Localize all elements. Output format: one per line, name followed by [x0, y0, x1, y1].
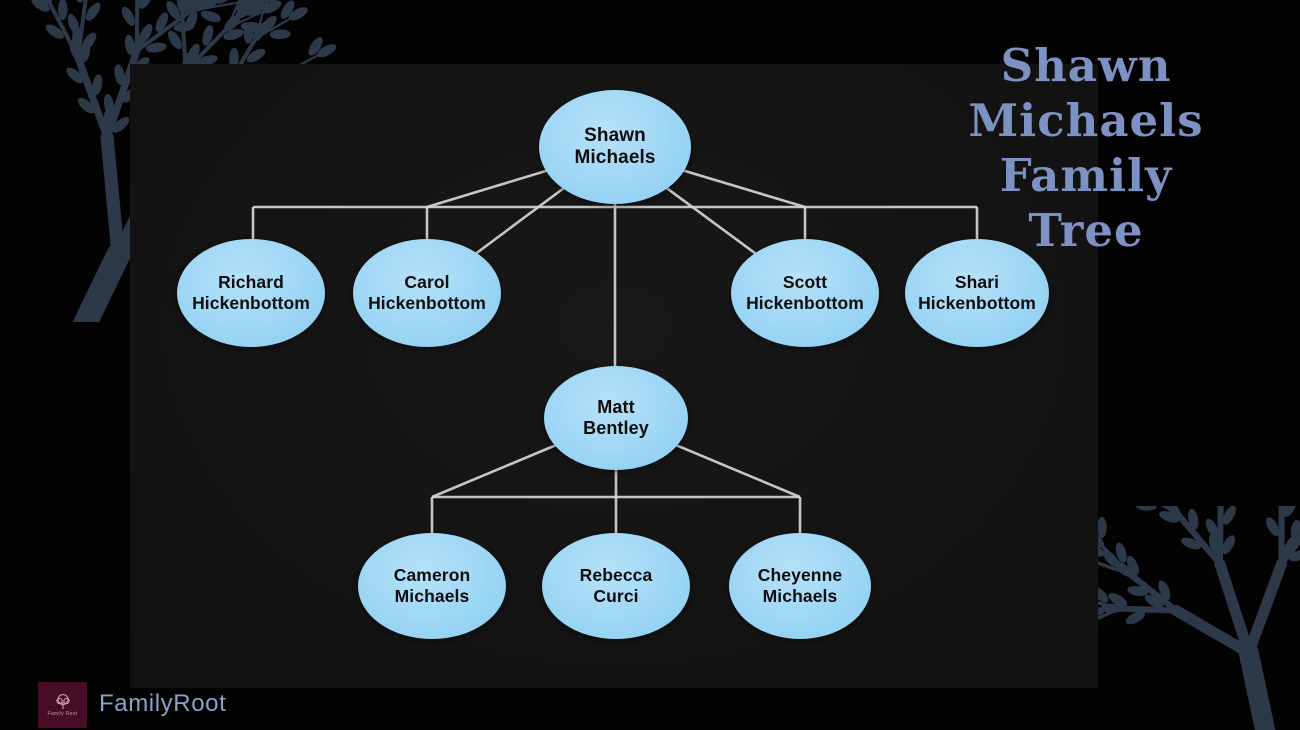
poster-title-line: Tree [1028, 204, 1144, 257]
logo-tree-icon [55, 693, 70, 709]
brand-logo: Family Root [38, 682, 87, 728]
brand-name: FamilyRoot [99, 690, 227, 717]
poster-title-line: Shawn [1000, 39, 1172, 92]
brand-footer: Family Root FamilyRoot [0, 676, 1300, 730]
poster-title-line: Family [999, 149, 1173, 202]
brand-logo-caption: Family Root [47, 711, 78, 717]
poster-title-line: Michaels [968, 94, 1204, 147]
